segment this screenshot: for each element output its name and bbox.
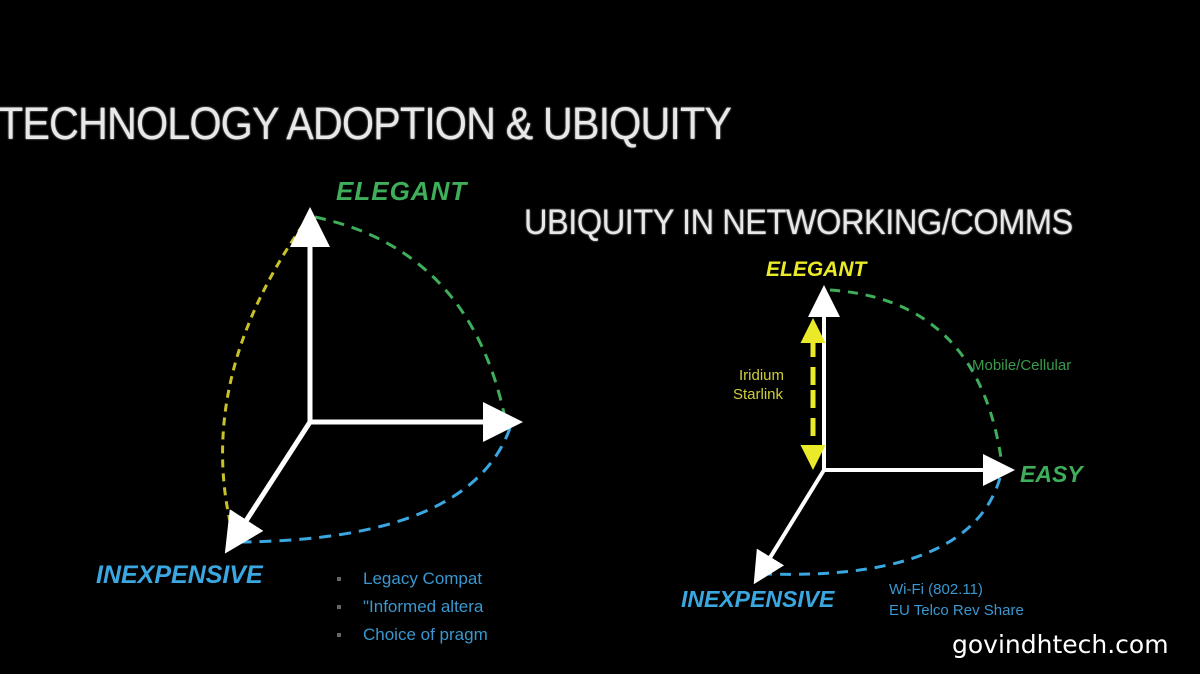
wifi-label: Wi-Fi (802.11) <box>889 581 983 598</box>
watermark: govindhtech.com <box>952 630 1169 659</box>
bullet-text: Legacy Compat <box>363 569 483 588</box>
mobile-cellular-label: Mobile/Cellular <box>972 357 1072 374</box>
starlink-label: Starlink <box>733 386 784 403</box>
right-blue-arc <box>767 477 1002 576</box>
networking-title: UBIQUITY IN NETWORKING/COMMS <box>524 203 1073 242</box>
main-title: TECHNOLOGY ADOPTION & UBIQUITY <box>0 98 732 149</box>
right-green-arc <box>829 288 1004 466</box>
left-bullet-list: Legacy Compat "Informed altera Choice of… <box>337 565 519 649</box>
left-green-arc <box>314 215 507 419</box>
bullet-text: "Informed altera <box>363 597 484 616</box>
bullet-item: Choice of pragm <box>337 621 519 649</box>
right-diagram <box>753 285 1015 585</box>
left-inexpensive-label: INEXPENSIVE <box>96 561 263 589</box>
bullet-dot <box>337 633 341 637</box>
right-elegant-label: ELEGANT <box>766 258 867 281</box>
left-blue-arc <box>239 427 512 544</box>
left-diagram <box>221 207 523 554</box>
right-easy-label: EASY <box>1020 461 1083 487</box>
left-yellow-arc <box>221 224 305 531</box>
left-elegant-label: ELEGANT <box>336 176 468 206</box>
bullet-item: Legacy Compat <box>337 565 519 593</box>
left-diagonal-axis <box>224 420 313 554</box>
eu-telco-label: EU Telco Rev Share <box>889 602 1024 619</box>
right-inexpensive-label: INEXPENSIVE <box>681 586 835 612</box>
right-diagonal-axis <box>753 468 826 585</box>
bullet-dot <box>337 605 341 609</box>
bullet-dot <box>337 577 341 581</box>
iridium-label: Iridium <box>739 367 785 384</box>
bullet-item: "Informed altera <box>337 593 519 621</box>
bullet-text: Choice of pragm <box>363 625 488 644</box>
